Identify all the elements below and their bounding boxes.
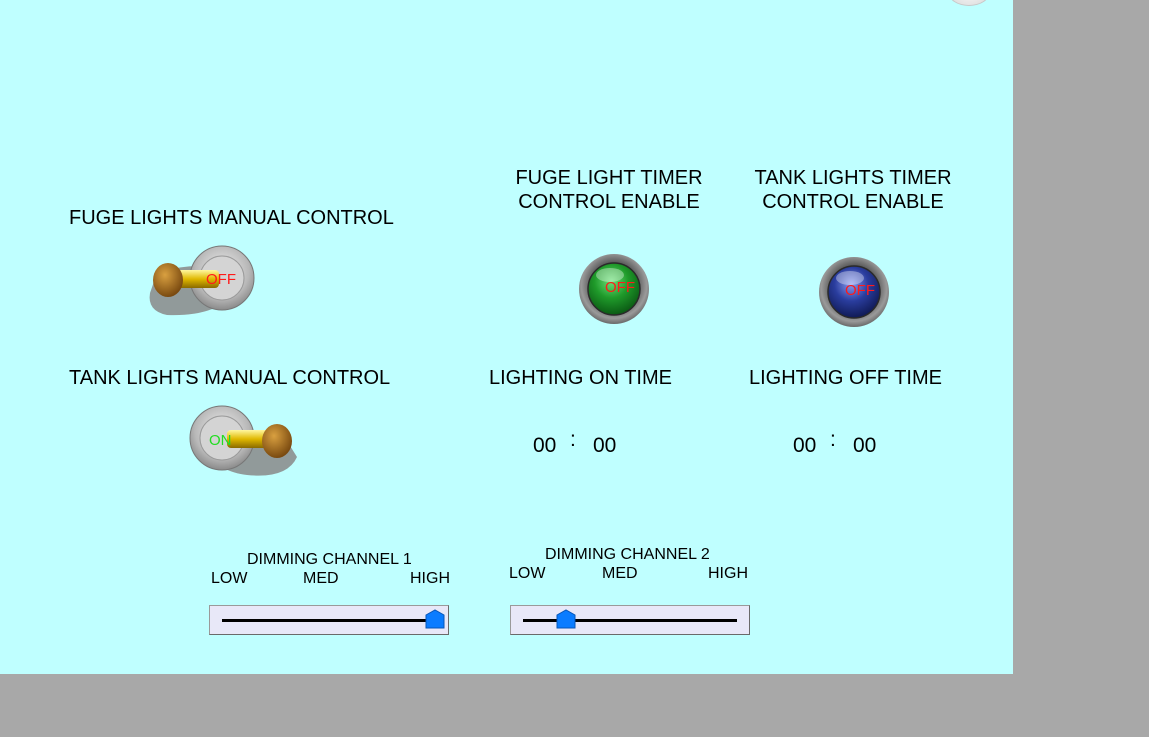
slider-thumb-icon[interactable] [425, 609, 445, 629]
round-indicator-icon [579, 254, 649, 324]
dimming-channel-1-high-label: HIGH [410, 570, 450, 587]
dimming-channel-2-slider[interactable] [510, 605, 750, 635]
toggle-state-label: OFF [206, 271, 236, 288]
dimming-channel-1-title: DIMMING CHANNEL 1 [247, 551, 412, 568]
tank-timer-label-line1: TANK LIGHTS TIMER [754, 167, 952, 189]
on-time-display: 00 : 00 [533, 428, 633, 458]
dimming-channel-1-slider[interactable] [209, 605, 449, 635]
toggle-state-label: ON [209, 432, 232, 449]
slider-thumb-icon[interactable] [556, 609, 576, 629]
round-indicator-icon [819, 257, 889, 327]
dimming-channel-2-low-label: LOW [509, 565, 546, 582]
lighting-off-time-label: LIGHTING OFF TIME [749, 367, 942, 389]
slider-track [222, 619, 436, 622]
tank-timer-enable-button[interactable]: OFF [818, 256, 890, 328]
tank-timer-label-line2: CONTROL ENABLE [762, 191, 944, 213]
toggle-switch-icon [149, 245, 255, 316]
on-time-hours[interactable]: 00 [533, 434, 557, 457]
off-time-minutes[interactable]: 00 [853, 434, 877, 457]
off-time-display: 00 : 00 [793, 428, 893, 458]
dimming-channel-1-med-label: MED [303, 570, 339, 587]
timer-state-label: OFF [845, 282, 875, 299]
tank-lights-toggle[interactable]: ON [187, 405, 299, 479]
fuge-timer-enable-button[interactable]: OFF [578, 253, 650, 325]
dimming-channel-2-med-label: MED [602, 565, 638, 582]
tank-timer-enable-label: TANK LIGHTS TIMER CONTROL ENABLE [745, 166, 961, 214]
slider-track [523, 619, 737, 622]
off-time-hours[interactable]: 00 [793, 434, 817, 457]
control-panel: FUGE LIGHTS MANUAL CONTROL TANK LIGHTS M… [0, 0, 1013, 674]
fuge-lights-toggle[interactable]: OFF [147, 245, 259, 319]
corner-knob-icon [948, 0, 990, 6]
off-time-separator: : [830, 428, 836, 451]
fuge-timer-label-line1: FUGE LIGHT TIMER [515, 167, 703, 189]
lighting-on-time-label: LIGHTING ON TIME [489, 367, 672, 389]
timer-state-label: OFF [605, 279, 635, 296]
fuge-manual-control-label: FUGE LIGHTS MANUAL CONTROL [69, 207, 394, 229]
dimming-channel-2-high-label: HIGH [708, 565, 748, 582]
fuge-timer-label-line2: CONTROL ENABLE [518, 191, 700, 213]
tank-manual-control-label: TANK LIGHTS MANUAL CONTROL [69, 367, 391, 389]
dimming-channel-2-title: DIMMING CHANNEL 2 [545, 546, 710, 563]
on-time-minutes[interactable]: 00 [593, 434, 617, 457]
toggle-switch-icon [189, 405, 297, 476]
on-time-separator: : [570, 428, 576, 451]
fuge-timer-enable-label: FUGE LIGHT TIMER CONTROL ENABLE [505, 166, 713, 214]
dimming-channel-1-low-label: LOW [211, 570, 248, 587]
